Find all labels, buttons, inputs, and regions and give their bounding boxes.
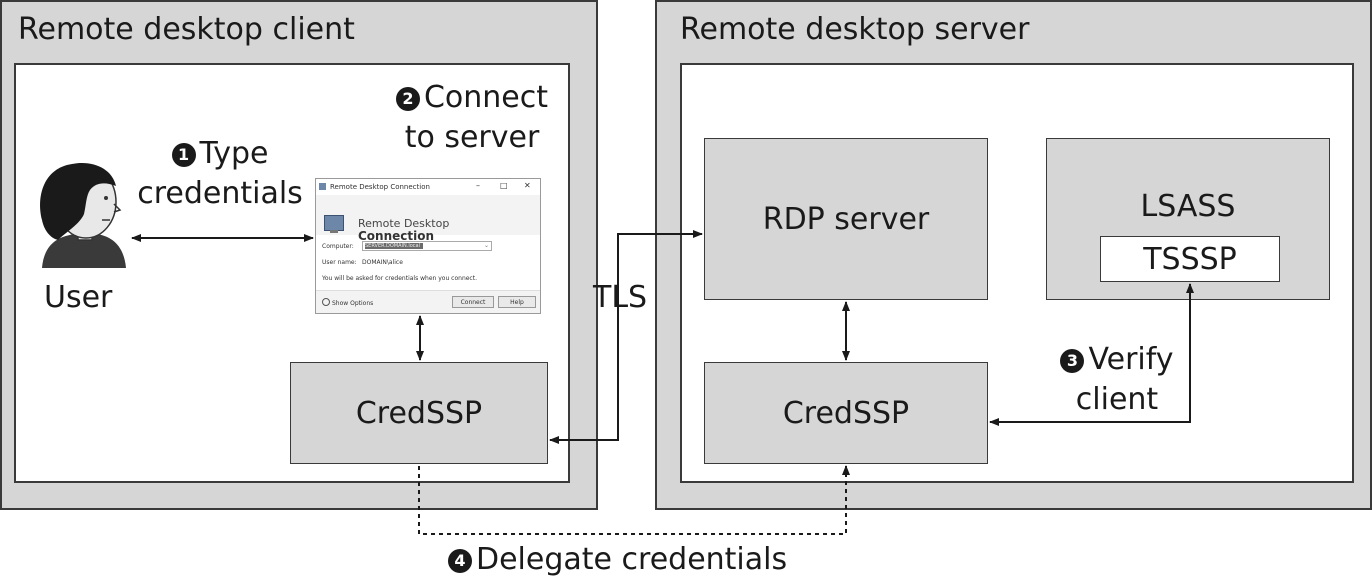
client-credssp-box: CredSSP xyxy=(290,362,548,464)
step-2-line2: to server xyxy=(404,120,540,155)
expand-circle-icon xyxy=(322,298,330,306)
step-4-badge: 4 xyxy=(448,549,472,573)
username-label: User name: xyxy=(322,259,357,266)
dialog-window-title: Remote Desktop Connection xyxy=(330,183,430,191)
dialog-titlebar: Remote Desktop Connection – □ ✕ xyxy=(316,179,540,195)
step-1-badge: 1 xyxy=(171,143,196,167)
dialog-app-icon xyxy=(319,183,326,190)
minimize-icon[interactable]: – xyxy=(476,181,480,190)
monitor-icon xyxy=(324,215,344,231)
step-3-line2: client xyxy=(1075,382,1159,417)
server-credssp-box: CredSSP xyxy=(704,362,988,464)
tsssp-box: TSSSP xyxy=(1100,236,1280,282)
step-2-line1: Connect xyxy=(423,80,549,115)
dialog-banner-line1: Remote Desktop xyxy=(358,217,450,230)
dialog-banner: Remote Desktop Connection xyxy=(316,195,540,243)
step-4-text: Delegate credentials xyxy=(476,542,788,577)
username-value: DOMAIN\alice xyxy=(362,259,403,266)
chevron-down-icon[interactable]: ⌄ xyxy=(483,242,489,249)
monitor-stand xyxy=(330,230,338,233)
rdp-server-box: RDP server xyxy=(704,138,988,300)
remote-desktop-connection-dialog: Remote Desktop Connection – □ ✕ Remote D… xyxy=(315,178,541,314)
computer-combobox[interactable]: SERVER.DOMAIN.local ⌄ xyxy=(362,241,492,251)
help-button[interactable]: Help xyxy=(498,296,536,308)
show-options-toggle[interactable]: Show Options xyxy=(322,298,373,307)
client-panel-title: Remote desktop client xyxy=(18,12,355,47)
dialog-footer: Show Options Connect Help xyxy=(316,290,540,313)
tls-label: TLS xyxy=(593,280,648,315)
user-label: User xyxy=(44,280,113,315)
step-1-line2: credentials xyxy=(137,176,303,211)
lsass-label: LSASS xyxy=(1140,189,1236,224)
step-3-badge: 3 xyxy=(1060,349,1085,373)
dialog-info-text: You will be asked for credentials when y… xyxy=(322,275,477,282)
step-3-line1: Verify xyxy=(1088,342,1174,377)
step-1-line1: Type xyxy=(199,136,269,171)
close-icon[interactable]: ✕ xyxy=(524,181,531,190)
server-panel-title: Remote desktop server xyxy=(680,12,1030,47)
show-options-label: Show Options xyxy=(332,300,374,307)
step-2-badge: 2 xyxy=(395,87,420,111)
computer-label: Computer: xyxy=(322,243,354,250)
user-icon xyxy=(40,162,126,268)
computer-value: SERVER.DOMAIN.local xyxy=(365,243,423,249)
dialog-banner-line2: Connection xyxy=(358,229,435,243)
maximize-icon[interactable]: □ xyxy=(500,181,508,190)
connect-button[interactable]: Connect xyxy=(452,296,494,308)
